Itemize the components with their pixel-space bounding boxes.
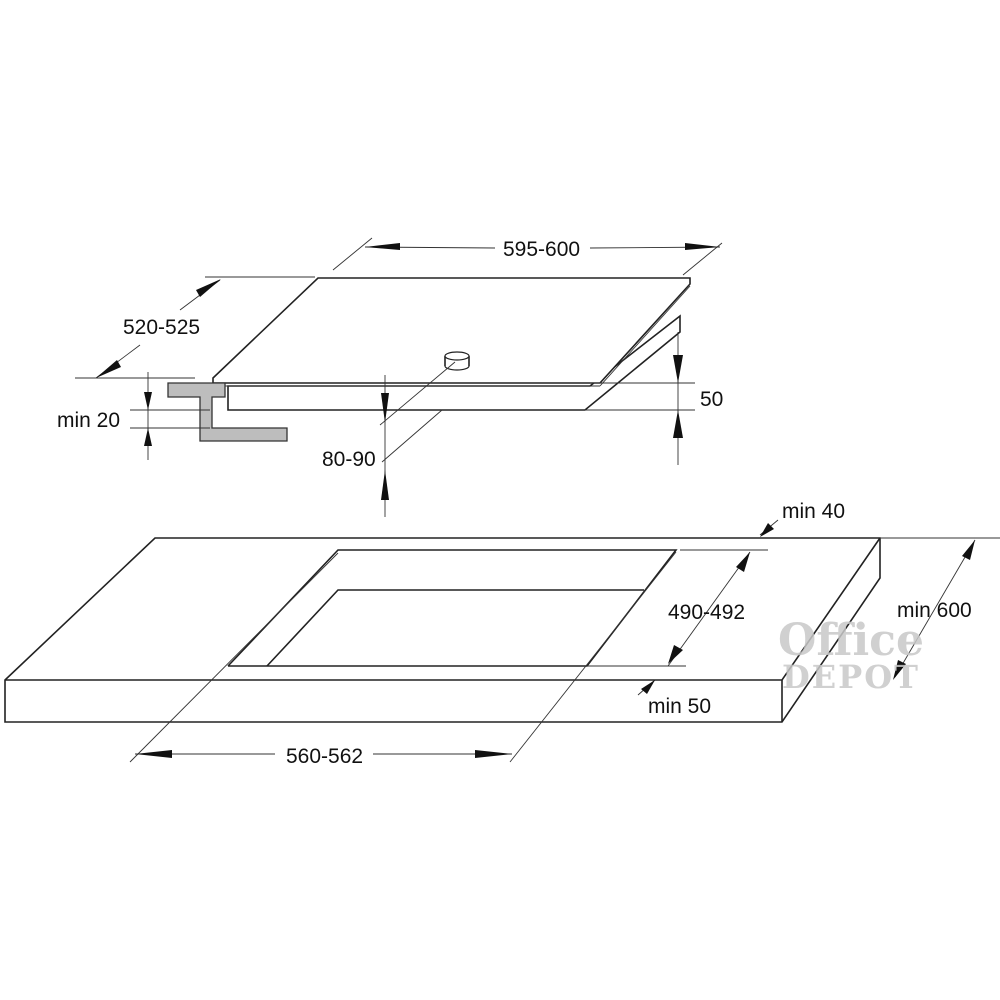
- watermark-line1: Office: [778, 615, 924, 666]
- watermark-line2: DEPOT: [782, 658, 920, 696]
- hob-unit: [212, 277, 691, 411]
- cutout-outer: [227, 549, 678, 667]
- cutout-inner: [266, 589, 644, 667]
- worktop-clearance-label: min 20: [57, 409, 120, 432]
- hob-dimension-lines: [75, 237, 723, 517]
- worktop-outline: [4, 537, 881, 723]
- cutout-depth-label: 490-492: [668, 601, 745, 624]
- worktop-depth-label: min 600: [897, 599, 972, 622]
- hob-depth-label: 520-525: [123, 316, 200, 339]
- worktop-bracket: [167, 382, 288, 442]
- hob-height-label: 50: [700, 388, 723, 411]
- back-margin-label: min 40: [782, 500, 845, 523]
- connection-clearance-label: 80-90: [322, 448, 376, 471]
- office-depot-watermark: Office DEPOT: [778, 615, 924, 696]
- cutout-width-label: 560-562: [286, 745, 363, 768]
- front-margin-label: min 50: [648, 695, 711, 718]
- worktop: [4, 537, 881, 723]
- cutout-dimension-lines: [129, 519, 1000, 763]
- connection-knob: [444, 351, 470, 371]
- hob-width-label: 595-600: [503, 238, 580, 261]
